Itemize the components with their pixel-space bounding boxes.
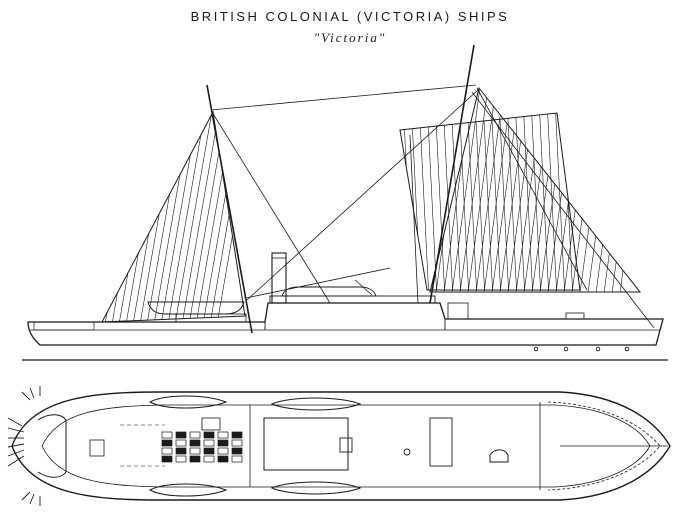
hull-side [27,302,664,346]
coal-scuttle [161,439,173,447]
bow-bulwark [547,401,661,491]
stern-rays [7,386,41,506]
main-sail [399,112,581,291]
aft-hatch [565,312,585,320]
bridge-deckhouse [269,295,436,304]
companion-hatch [339,437,353,453]
skylight [447,302,469,320]
porthole [533,346,539,352]
funnel [271,252,287,304]
coal-scuttle [175,455,187,463]
rigging [210,84,655,329]
stern-rail [37,414,67,478]
coal-scuttle [189,439,201,447]
coal-scuttle [217,447,229,455]
coal-scuttle [217,455,229,463]
porthole [595,346,601,352]
deck-inner-outline [41,404,651,488]
deck-hull-outline [11,391,671,501]
page-title: BRITISH COLONIAL (VICTORIA) SHIPS [190,9,510,24]
deck-boat-starboard-aft [270,481,362,495]
coal-scuttle [203,447,215,455]
porthole [563,346,569,352]
coal-scuttle [231,431,243,439]
boat-fore [147,301,245,315]
coal-scuttle-grid [161,431,243,463]
coal-scuttle [175,439,187,447]
coal-scuttle [189,431,201,439]
coal-scuttle [203,439,215,447]
bow-chain-pipe [489,449,509,463]
coal-scuttle [189,455,201,463]
fore-hatch-block [429,417,453,467]
coal-scuttle [231,439,243,447]
boat-amidships [281,286,377,297]
fore-mast [206,84,253,334]
coal-scuttle [231,455,243,463]
ship-name-subtitle: "Victoria" [313,30,387,45]
coal-scuttle [161,431,173,439]
deck-plan [7,386,671,506]
coal-scuttle [203,455,215,463]
coal-scuttle [161,447,173,455]
coal-scuttle [217,439,229,447]
coal-scuttle [161,455,173,463]
coal-scuttle [203,431,215,439]
deck-boat-port-aft [270,397,362,411]
aft-staysail [429,86,642,293]
stern-bulwark [33,321,95,331]
mast-step [201,417,221,431]
capstan [403,448,411,456]
small-hatch-aft [89,439,105,457]
coal-scuttle [189,447,201,455]
coal-scuttle [231,447,243,455]
engine-casing [263,417,349,471]
coal-scuttle [175,447,187,455]
deck-boat-starboard-fore [148,483,228,497]
deck-boat-port-fore [148,395,228,409]
coal-scuttle [175,431,187,439]
coal-scuttle [217,431,229,439]
fore-sail [101,110,246,323]
side-elevation [22,44,668,361]
porthole [624,346,630,352]
